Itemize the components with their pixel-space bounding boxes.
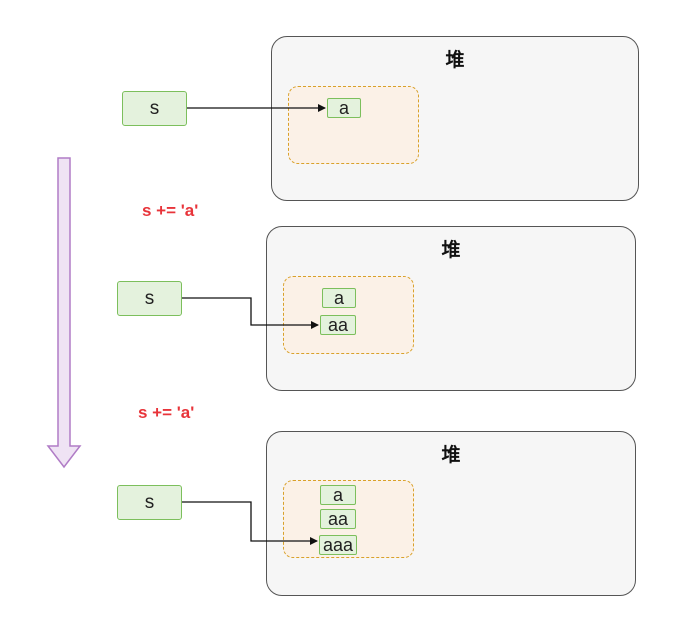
string-a-3: a (320, 485, 356, 505)
variable-s-3: s (117, 485, 182, 520)
heap-title-2: 堆 (441, 239, 461, 261)
string-aaa-3: aaa (319, 535, 357, 555)
string-aa-3: aa (320, 509, 356, 529)
variable-s-1: s (122, 91, 187, 126)
heap-title-3: 堆 (441, 444, 461, 466)
operation-label-1: s += 'a' (142, 201, 199, 220)
string-a-1: a (327, 98, 361, 118)
string-aa-2: aa (320, 315, 356, 335)
variable-s-2: s (117, 281, 182, 316)
operation-label-2: s += 'a' (138, 403, 195, 422)
string-a-2: a (322, 288, 356, 308)
pointer-arrow-3 (182, 501, 318, 545)
pointer-arrow-2 (182, 297, 319, 329)
heap-title-1: 堆 (445, 49, 465, 71)
